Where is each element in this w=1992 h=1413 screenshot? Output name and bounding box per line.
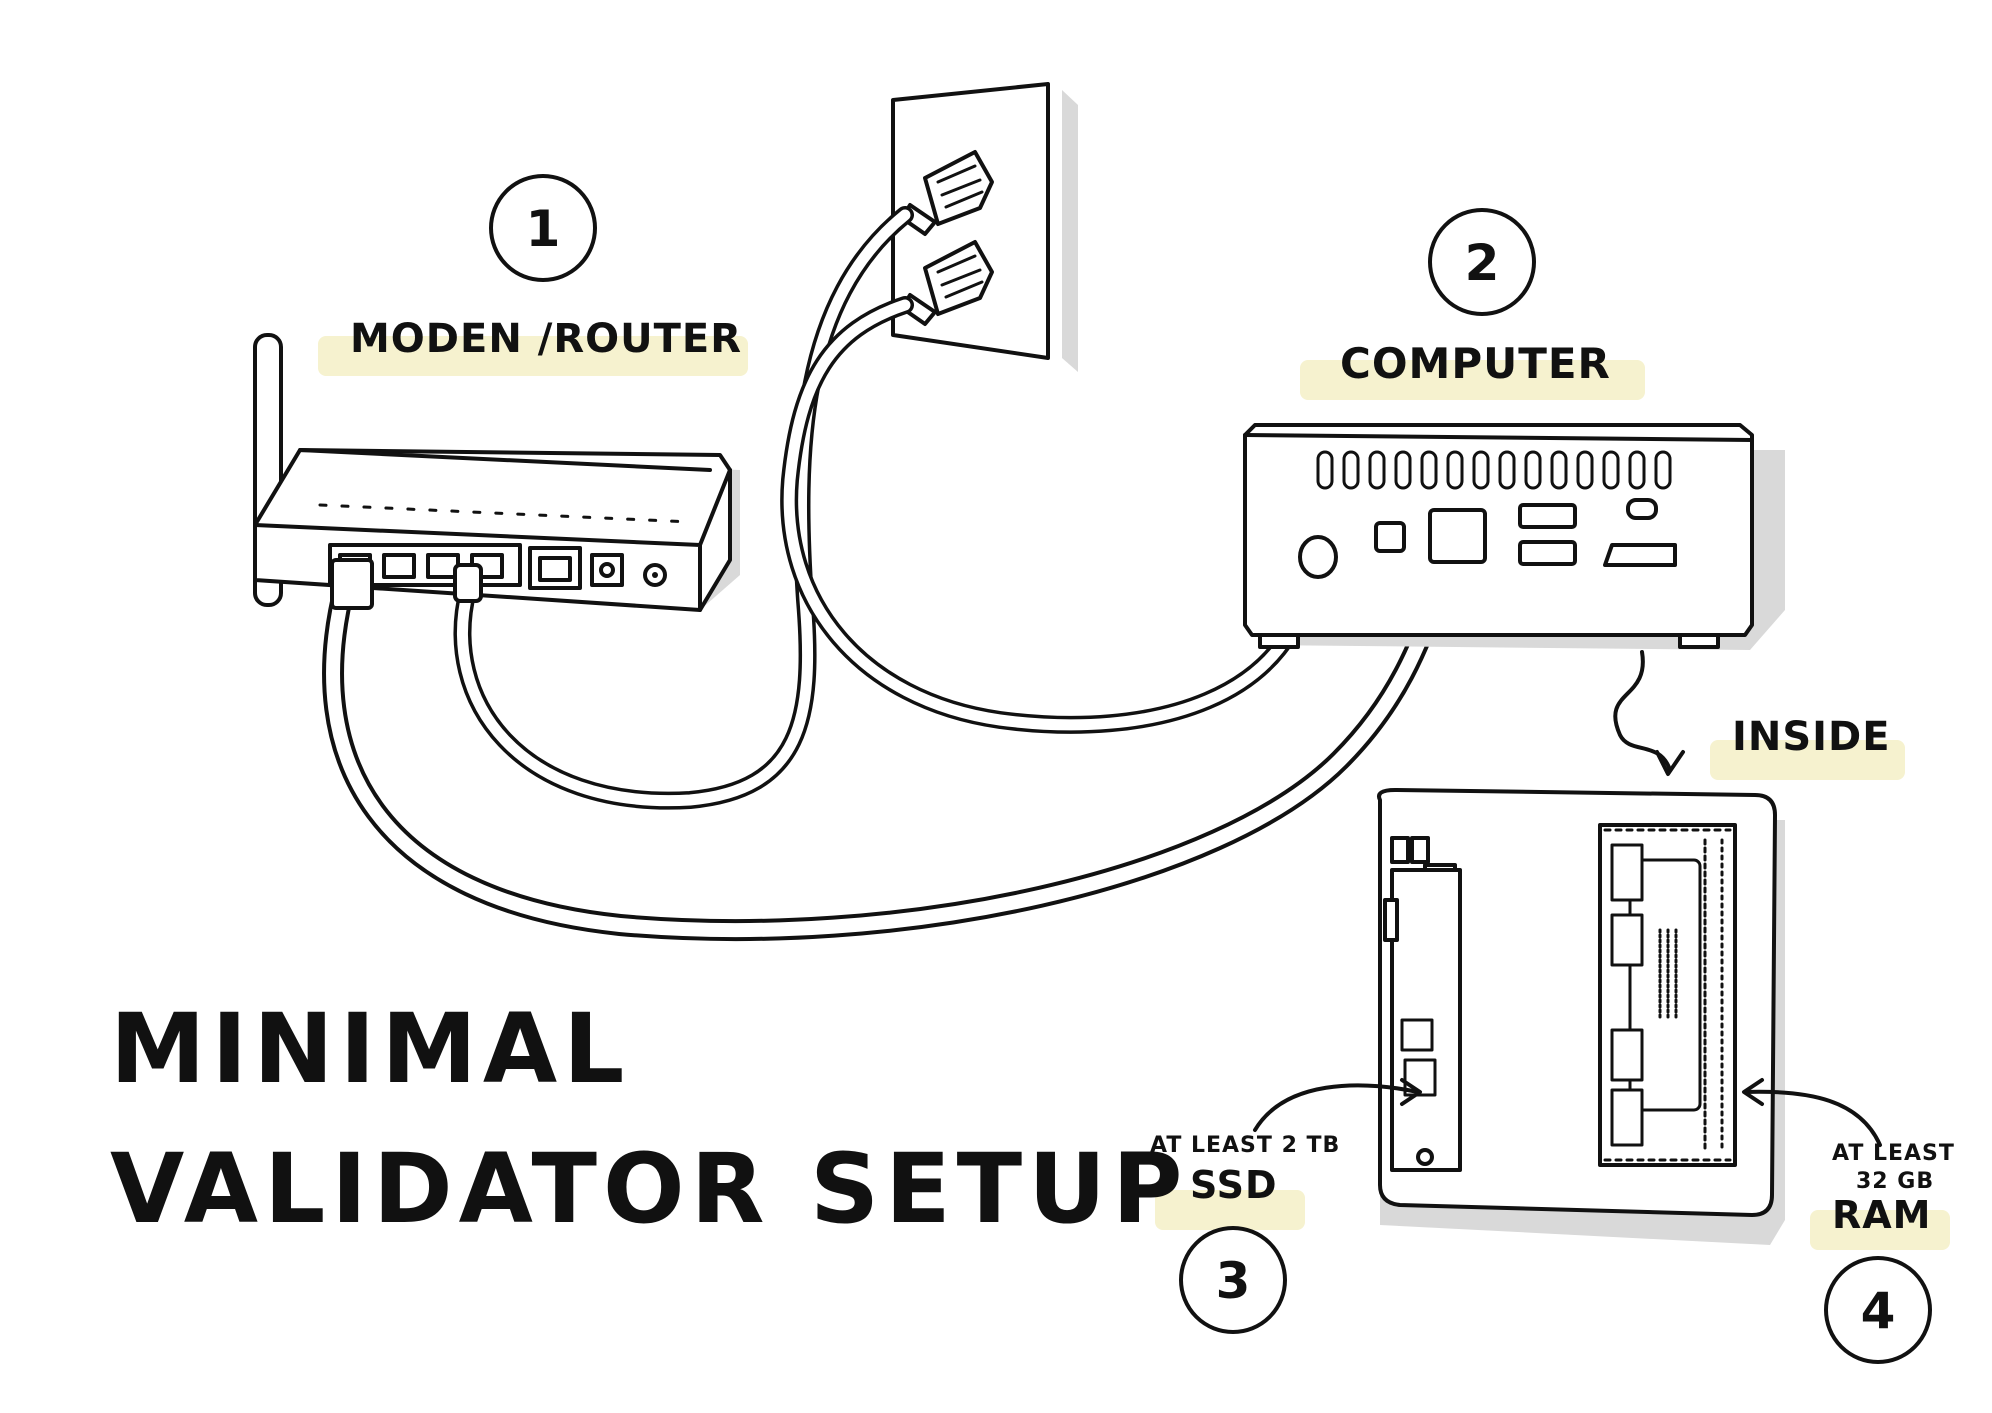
component-2-label: COMPUTER (1340, 339, 1611, 388)
computer (1245, 425, 1785, 774)
power-plug-top (902, 152, 992, 234)
title-line-1: MINIMAL (110, 993, 630, 1105)
ssd-module (1385, 838, 1460, 1170)
component-2-number: 2 (1465, 234, 1500, 292)
title-line-2: VALIDATOR SETUP (110, 1133, 1188, 1245)
power-plug-bottom (902, 242, 992, 324)
vent-slot (1422, 452, 1436, 488)
vent-slot (1396, 452, 1410, 488)
ram-note-line2: 32 GB (1856, 1169, 1934, 1194)
component-4-number: 4 (1861, 1282, 1896, 1340)
component-1: 1 MODEN /ROUTER (350, 176, 742, 362)
modem-router (255, 335, 740, 610)
ram-module (1600, 825, 1735, 1165)
arrow-to-inside (1615, 652, 1670, 770)
component-3-number: 3 (1216, 1252, 1251, 1310)
vent-slot (1630, 452, 1644, 488)
component-2: 2 COMPUTER (1340, 210, 1611, 388)
ram-note-line1: AT LEAST (1832, 1141, 1955, 1166)
component-1-number: 1 (526, 200, 561, 258)
vent-slot (1500, 452, 1514, 488)
inside-panel (1255, 790, 1880, 1245)
inside-label: INSIDE (1732, 714, 1891, 760)
vent-slot (1474, 452, 1488, 488)
vent-slot (1318, 452, 1332, 488)
diagram-title: MINIMAL VALIDATOR SETUP (110, 993, 1188, 1245)
component-1-label: MODEN /ROUTER (350, 316, 742, 362)
vent-slot (1552, 452, 1566, 488)
component-3-label: SSD (1190, 1163, 1278, 1207)
vent-slot (1448, 452, 1462, 488)
vent-slot (1370, 452, 1384, 488)
vent-slot (1526, 452, 1540, 488)
component-4-label: RAM (1832, 1193, 1931, 1237)
vent-slot (1656, 452, 1670, 488)
vent-slot (1344, 452, 1358, 488)
vent-slot (1578, 452, 1592, 488)
wall-outlet (893, 84, 1078, 372)
vent-slot (1604, 452, 1618, 488)
component-4: AT LEAST 32 GB RAM 4 (1826, 1141, 1955, 1362)
